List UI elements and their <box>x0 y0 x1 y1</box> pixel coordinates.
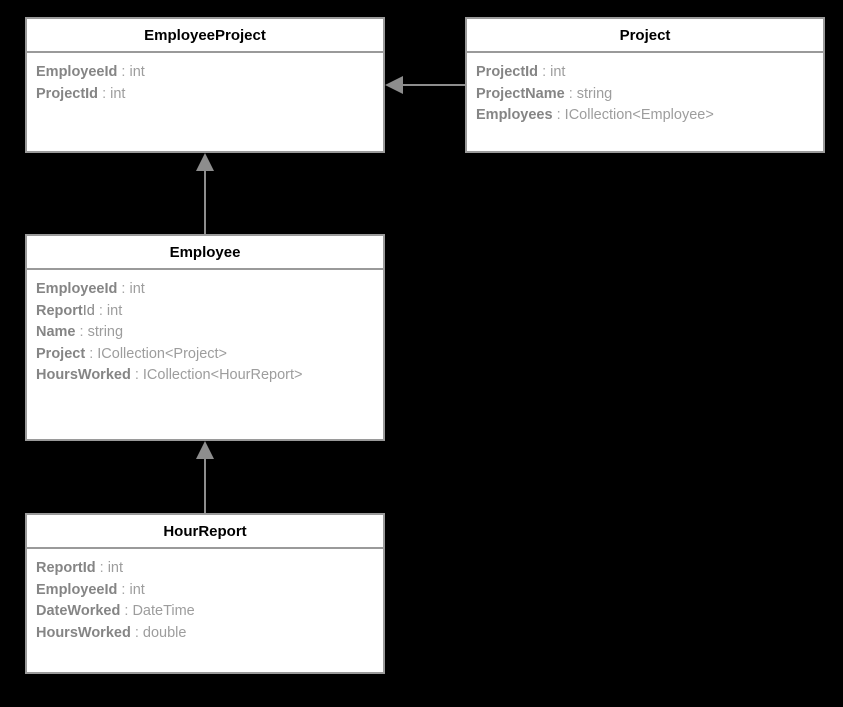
attribute-name: EmployeeId <box>36 64 118 80</box>
attribute-type: int <box>129 281 145 297</box>
attribute-row: EmployeeId : int <box>36 580 383 602</box>
attribute-type: int <box>129 64 145 80</box>
connector-line-employee-to-employeeproject <box>204 171 206 234</box>
attribute-type: int <box>110 85 126 102</box>
class-title-project: Project <box>467 19 823 53</box>
class-attributes-hourreport: ReportId : int EmployeeId : int DateWork… <box>27 549 383 644</box>
attribute-separator: : <box>89 345 94 362</box>
class-box-project[interactable]: Project ProjectId : int ProjectName : st… <box>465 17 825 153</box>
attribute-type: int <box>107 560 124 576</box>
class-box-employee[interactable]: Employee EmployeeId : int ReportId : int… <box>25 234 385 441</box>
attribute-type: ICollection<Project> <box>97 345 228 362</box>
attribute-type: string <box>87 324 124 340</box>
attribute-separator: : <box>134 624 139 641</box>
attribute-separator: : <box>542 64 547 80</box>
class-attributes-project: ProjectId : int ProjectName : string Emp… <box>467 53 823 127</box>
attribute-row: EmployeeId : int <box>36 62 383 84</box>
class-attributes-employeeproject: EmployeeId : int ProjectId : int <box>27 53 383 105</box>
class-attributes-employee: EmployeeId : int ReportId : int Name : s… <box>27 270 383 387</box>
attribute-type: int <box>550 64 566 80</box>
class-box-employeeproject[interactable]: EmployeeProject EmployeeId : int Project… <box>25 17 385 153</box>
class-box-hourreport[interactable]: HourReport ReportId : int EmployeeId : i… <box>25 513 385 674</box>
attribute-type: string <box>576 85 613 102</box>
attribute-type: int <box>106 302 123 319</box>
attribute-type: int <box>129 581 145 598</box>
attribute-type: double <box>142 624 187 641</box>
attribute-name: DateWorked <box>36 603 121 619</box>
attribute-separator: : <box>79 324 84 340</box>
attribute-separator: : <box>121 581 126 598</box>
attribute-separator: : <box>121 64 126 80</box>
attribute-type: ICollection<Employee> <box>564 107 714 123</box>
attribute-row: Project : ICollection<Project> <box>36 344 383 366</box>
attribute-name: ProjectId <box>476 64 539 80</box>
attribute-separator: : <box>102 85 107 102</box>
triangle-up-arrowhead-icon <box>196 153 214 171</box>
attribute-row: Employees : ICollection<Employee> <box>476 105 823 127</box>
attribute-name: ReportId <box>36 560 96 576</box>
attribute-name: HoursWorked <box>36 367 131 383</box>
class-title-employeeproject: EmployeeProject <box>27 19 383 53</box>
attribute-name: Employees <box>476 107 553 123</box>
class-title-employee: Employee <box>27 236 383 270</box>
attribute-name: EmployeeId <box>36 581 118 598</box>
attribute-type: DateTime <box>132 603 195 619</box>
attribute-separator: : <box>568 85 573 102</box>
attribute-type: ICollection<HourReport> <box>142 367 303 383</box>
attribute-separator: : <box>556 107 561 123</box>
class-title-hourreport: HourReport <box>27 515 383 549</box>
attribute-separator: : <box>134 367 139 383</box>
attribute-name: Name <box>36 324 76 340</box>
connector-line-hourreport-to-employee <box>204 459 206 513</box>
attribute-name: EmployeeId <box>36 281 118 297</box>
attribute-separator: : <box>121 281 126 297</box>
attribute-row: ReportId : int <box>36 558 383 580</box>
attribute-name: ProjectId <box>36 85 99 102</box>
attribute-row: DateWorked : DateTime <box>36 601 383 623</box>
attribute-separator: : <box>124 603 129 619</box>
attribute-row: HoursWorked : ICollection<HourReport> <box>36 365 383 387</box>
attribute-separator: : <box>98 302 103 319</box>
connector-line-project-to-employeeproject <box>403 84 465 86</box>
attribute-name: HoursWorked <box>36 624 131 641</box>
attribute-name-suffix: Id <box>82 302 95 319</box>
attribute-row: ProjectName : string <box>476 84 823 106</box>
attribute-separator: : <box>99 560 104 576</box>
attribute-name: Project <box>36 345 86 362</box>
attribute-row: EmployeeId : int <box>36 279 383 301</box>
attribute-row: ReportId : int <box>36 301 383 323</box>
triangle-up-arrowhead-icon <box>196 441 214 459</box>
attribute-row: ProjectId : int <box>476 62 823 84</box>
attribute-row: Name : string <box>36 322 383 344</box>
triangle-left-arrowhead-icon <box>385 76 403 94</box>
attribute-row: HoursWorked : double <box>36 623 383 645</box>
attribute-row: ProjectId : int <box>36 84 383 106</box>
attribute-name: ProjectName <box>476 85 565 102</box>
attribute-name: Report <box>36 302 83 319</box>
